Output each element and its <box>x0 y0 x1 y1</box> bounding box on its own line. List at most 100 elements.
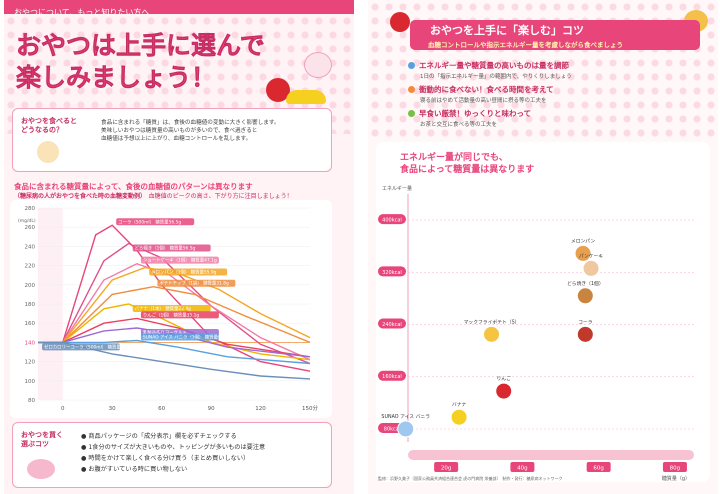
food-point <box>397 420 415 438</box>
series-label-bg <box>132 244 211 252</box>
y-tick-label: 140 <box>25 340 36 346</box>
series-label-bg <box>149 268 228 276</box>
scatter-chart: エネルギー量80kcal160kcal240kcal320kcal400kcal… <box>378 185 694 482</box>
x-tick-label: 60g <box>593 466 604 472</box>
tip-item: ● お腹がすいている時に買い物しない <box>81 466 188 473</box>
x-tick-bg <box>662 462 687 472</box>
x-tick-label: 150分 <box>302 404 318 412</box>
x-axis-label: 糖質量（g） <box>662 475 690 482</box>
food-label: コーラ <box>578 319 593 325</box>
question-text: 食品に含まれる「糖質」は、食後の血糖値の変動に大きく影響します。 美味しいおやつ… <box>101 119 329 143</box>
series-line <box>38 341 311 380</box>
series-label-bg <box>132 305 211 312</box>
footer-credits: 監修：浜野久美子（国家公務員共済組合連合会 虎の門病院 栄養部） 制作・発行：糖… <box>378 476 563 481</box>
tip-item: ● 商品パッケージの「成分表示」欄を必ずチェックする <box>81 433 237 440</box>
question-text-1: 食品に含まれる「糖質」は、食後の血糖値の変動に大きく影響します。 <box>101 120 280 126</box>
food-label: どら焼き（1個） <box>567 280 604 287</box>
tip-2-desc: 寝る前はやめて活動量の高い昼間に摂る等の工夫を <box>420 98 547 104</box>
y-axis-label: エネルギー量 <box>382 185 412 192</box>
right-header-title: おやつを上手に「楽しむ」コツ <box>430 24 584 37</box>
right-chart-title2: 食品によって糖質量は異なります <box>400 165 535 175</box>
right-page: おやつを上手に「楽しむ」コツ 血糖コントロールや指示エネルギー量を考慮しながら食… <box>368 0 718 494</box>
x-tick-bg <box>510 462 535 472</box>
series-label: SUNAO アイス バニラ（1個） 糖質量9.4g <box>143 333 228 340</box>
question-text-2: 美味しいおやつは糖質量の高いものが多いので、食べ過ぎると <box>101 128 258 134</box>
apple-icon <box>390 12 410 32</box>
right-chart-title: エネルギー量が同じでも、食品によって糖質量は異なります <box>400 152 534 176</box>
tip-1-desc: 1日の「指示エネルギー量」の範囲内で、やりくりしましょう <box>420 74 572 80</box>
title-line1: おやつは上手に選んで <box>16 31 265 61</box>
series-label: ポテトチップ（1袋） 糖質量31.8g <box>159 280 229 287</box>
tips-list: ● 商品パッケージの「成分表示」欄を必ずチェックする ● 1食分のサイズが大きい… <box>81 431 329 475</box>
chart-heading: 食品に含まれる糖質量によって、食後の血糖値のパターンは異なります （糖尿病の人が… <box>14 182 330 200</box>
food-point <box>495 382 513 400</box>
y-tick-label: 200 <box>25 283 36 289</box>
cupcake-icon <box>304 52 332 78</box>
right-header-sub: 血糖コントロールや指示エネルギー量を考慮しながら食べましょう <box>428 41 623 49</box>
x-tick-bg <box>434 462 459 472</box>
y-tick-label: 400kcal <box>382 218 402 224</box>
y-tick-label: 160 <box>25 321 36 327</box>
food-point <box>450 408 468 426</box>
tip-text-4: お腹がすいている時に買い物しない <box>88 466 188 473</box>
main-title: おやつは上手に選んで楽しみましょう！ <box>16 30 316 94</box>
x-tick-label: 40g <box>517 466 528 472</box>
food-label: マックフライポテト（S） <box>464 318 520 325</box>
tip-2-title: 衝動的に食べない！食べる時間を考えて <box>419 85 554 94</box>
food-label: メロンパン <box>571 238 595 244</box>
tip-text-1: 商品パッケージの「成分表示」欄を必ずチェックする <box>88 433 237 440</box>
y-tick-label: 260 <box>25 225 36 231</box>
food-label: パンケーキ <box>579 252 603 259</box>
chart-note: 血糖値のピークの高さ、下がり方に注目しましょう！ <box>148 193 293 200</box>
left-page: おやつについて、もっと知りたい方へ おやつは上手に選んで楽しみましょう！ おやつ… <box>4 0 354 494</box>
food-point <box>483 325 501 343</box>
tip-1: エネルギー量や糖質量の高いものは量を調節 1日の「指示エネルギー量」の範囲内で、や… <box>408 60 572 80</box>
y-tick-label: 80kcal <box>384 426 400 432</box>
y-tick-label: 160kcal <box>382 374 402 380</box>
food-point <box>576 287 594 305</box>
y-tick-label: 80 <box>28 398 35 404</box>
tip-text-3: 時間をかけて楽しく食べる分け買う（まとめ買いしない） <box>88 455 250 462</box>
bullet-icon <box>408 110 415 117</box>
food-point <box>576 325 594 343</box>
series-label: ゼロカロリーコーラ（500ml） 糖質量0g <box>44 343 127 350</box>
food-label: SUNAO アイス バニラ <box>381 414 430 420</box>
x-tick-label: 90 <box>208 406 215 412</box>
food-point <box>582 259 600 277</box>
series-label-bg <box>116 218 195 226</box>
y-tick-bg <box>378 214 406 225</box>
x-tick-label: 0 <box>61 406 65 412</box>
right-header: おやつを上手に「楽しむ」コツ 血糖コントロールや指示エネルギー量を考慮しながら食… <box>410 20 700 50</box>
x-tick-label: 30 <box>109 406 116 412</box>
y-tick-bg <box>378 370 406 381</box>
bullet-icon <box>408 62 415 69</box>
x-tick-label: 60 <box>158 406 165 412</box>
series-label-bg <box>140 256 219 264</box>
question-label: おやつを食べると どうなるの？ <box>21 117 77 134</box>
right-chart-title1: エネルギー量が同じでも、 <box>400 153 508 163</box>
tip-3-desc: お茶と交互に食べる等の工夫を <box>420 122 498 128</box>
x-tick-bg <box>586 462 611 472</box>
y-tick-label: 280 <box>25 206 36 212</box>
bullet-icon <box>408 86 415 93</box>
series-label: メロンパン（1個） 糖質量55.9g <box>151 269 216 276</box>
ice-cream-icon <box>37 141 59 163</box>
series-label: バナナ（1本） 糖質量23.4g <box>135 305 191 312</box>
tip-item: ● 1食分のサイズが大きいものや、トッピングが多いものは要注意 <box>81 444 266 451</box>
y-unit: (mg/dL) <box>18 218 36 224</box>
chart-title: 食品に含まれる糖質量によって、食後の血糖値のパターンは異なります <box>14 182 253 191</box>
series-label-bg <box>42 343 120 351</box>
banana-icon <box>286 90 326 104</box>
tip-2: 衝動的に食べない！食べる時間を考えて寝る前はやめて活動量の高い昼間に摂る等の工夫… <box>408 84 554 104</box>
y-tick-bg <box>378 318 406 329</box>
tip-3-title: 早食い厳禁！ゆっくりと味わって <box>419 109 532 118</box>
y-tick-label: 100 <box>25 379 36 385</box>
x-tick-label: 80g <box>670 466 681 472</box>
y-tick-label: 320kcal <box>382 270 402 276</box>
strawberry-bowl-icon <box>27 459 55 479</box>
y-tick-label: 180 <box>25 302 36 308</box>
tip-1-title: エネルギー量や糖質量の高いものは量を調節 <box>419 61 569 70</box>
tips-label: おやつを買く 選ぶコツ <box>21 431 63 448</box>
series-label: コーラ（500ml） 糖質量56.5g <box>118 218 181 225</box>
chart-subtitle: （糖尿病の人がおやつを食べた時の血糖変動例） <box>14 193 147 200</box>
